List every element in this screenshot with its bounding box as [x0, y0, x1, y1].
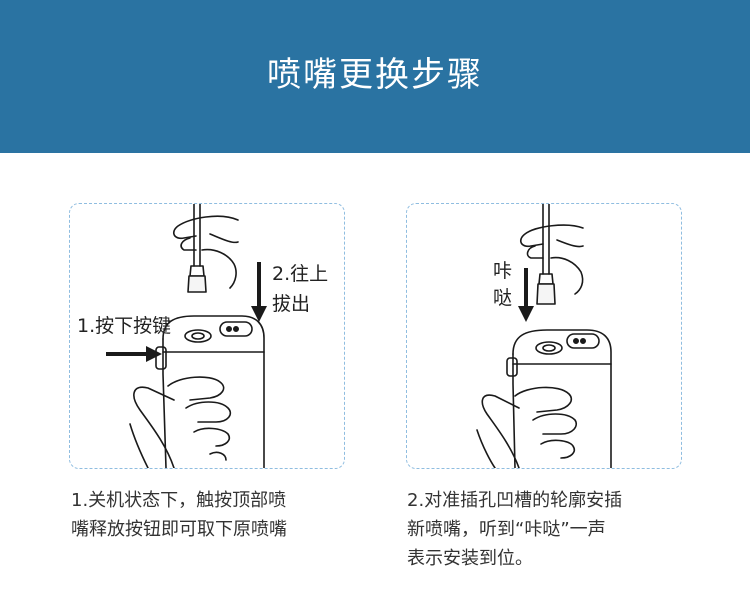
arrow-icon	[518, 268, 534, 322]
page-title: 喷嘴更换步骤	[267, 55, 483, 95]
header-banner: 喷嘴更换步骤	[0, 0, 750, 153]
step1-caption-line1: 1.关机状态下，触按顶部喷	[71, 490, 287, 511]
step2-caption: 2.对准插孔凹槽的轮廓安插 新喷嘴，听到“咔哒”一声 表示安装到位。	[407, 486, 622, 573]
step2-panel: 咔哒	[406, 203, 682, 469]
label-pull-up-line1: 2.往上	[272, 263, 329, 285]
label-press-button: 1.按下按键	[77, 315, 172, 337]
step2-caption-line3: 表示安装到位。	[407, 548, 533, 569]
step1-caption-line2: 嘴释放按钮即可取下原喷嘴	[71, 519, 287, 540]
step2-caption-line2: 新喷嘴，听到“咔哒”一声	[407, 519, 606, 540]
step2-caption-line1: 2.对准插孔凹槽的轮廓安插	[407, 490, 623, 511]
label-click: 咔哒	[493, 260, 513, 309]
step1-panel: 1.按下按键 2.往上 拔出	[69, 203, 345, 469]
label-pull-up-line2: 拔出	[272, 293, 311, 315]
label-pull-up: 2.往上 拔出	[272, 262, 328, 316]
step1-caption: 1.关机状态下，触按顶部喷 嘴释放按钮即可取下原喷嘴	[71, 486, 287, 544]
step1-illustration	[106, 204, 267, 468]
arrow-icon	[106, 262, 267, 362]
step2-illustration	[476, 204, 612, 468]
